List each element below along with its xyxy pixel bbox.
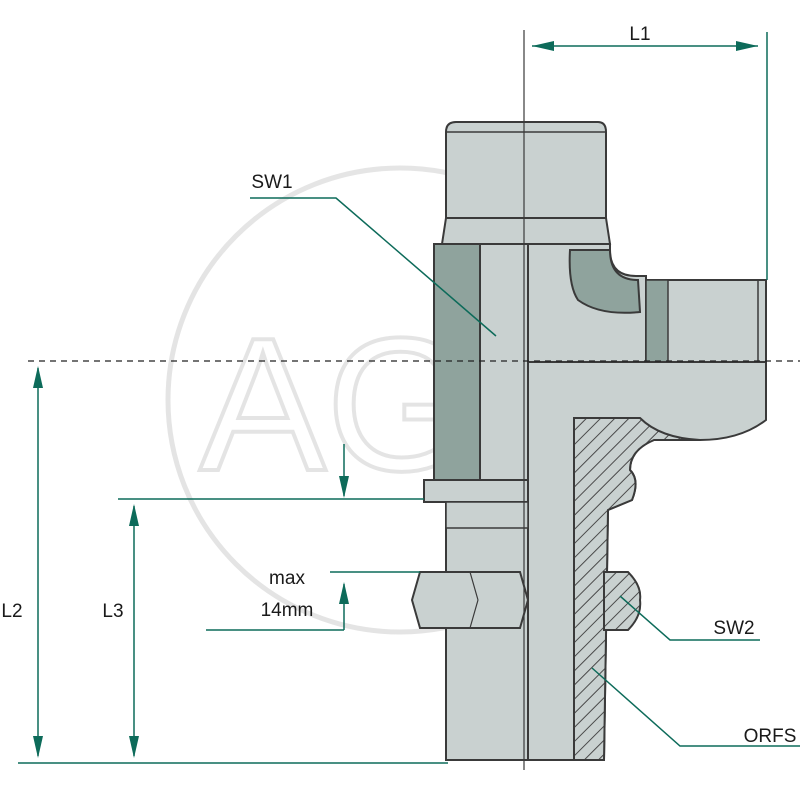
locknut — [410, 479, 642, 761]
label-l1: L1 — [629, 24, 650, 45]
label-max: max — [269, 568, 305, 589]
dimension-l3 — [118, 498, 424, 758]
hex-nut — [410, 571, 530, 629]
label-sw2: SW2 — [713, 618, 754, 639]
label-orfs: ORFS — [744, 726, 797, 747]
nut-section — [603, 571, 642, 631]
washer — [423, 479, 529, 503]
label-sw1: SW1 — [251, 172, 292, 193]
label-14mm: 14mm — [261, 600, 314, 621]
top-nut — [440, 121, 612, 245]
body-cavity — [568, 249, 642, 314]
lower-thread — [445, 501, 529, 761]
label-l3: L3 — [102, 601, 123, 622]
center-lines — [28, 30, 800, 770]
side-port — [645, 279, 767, 363]
hatched-section — [573, 417, 701, 761]
dimension-l1 — [532, 32, 768, 280]
dimension-l2 — [18, 366, 448, 764]
leader-sw2 — [619, 595, 760, 641]
label-l2: L2 — [1, 601, 22, 622]
dimension-max-14mm — [206, 444, 420, 631]
leader-sw1 — [250, 197, 497, 337]
leader-orfs — [591, 667, 800, 747]
lower-section — [527, 361, 767, 761]
body-shaded-face — [433, 243, 481, 481]
